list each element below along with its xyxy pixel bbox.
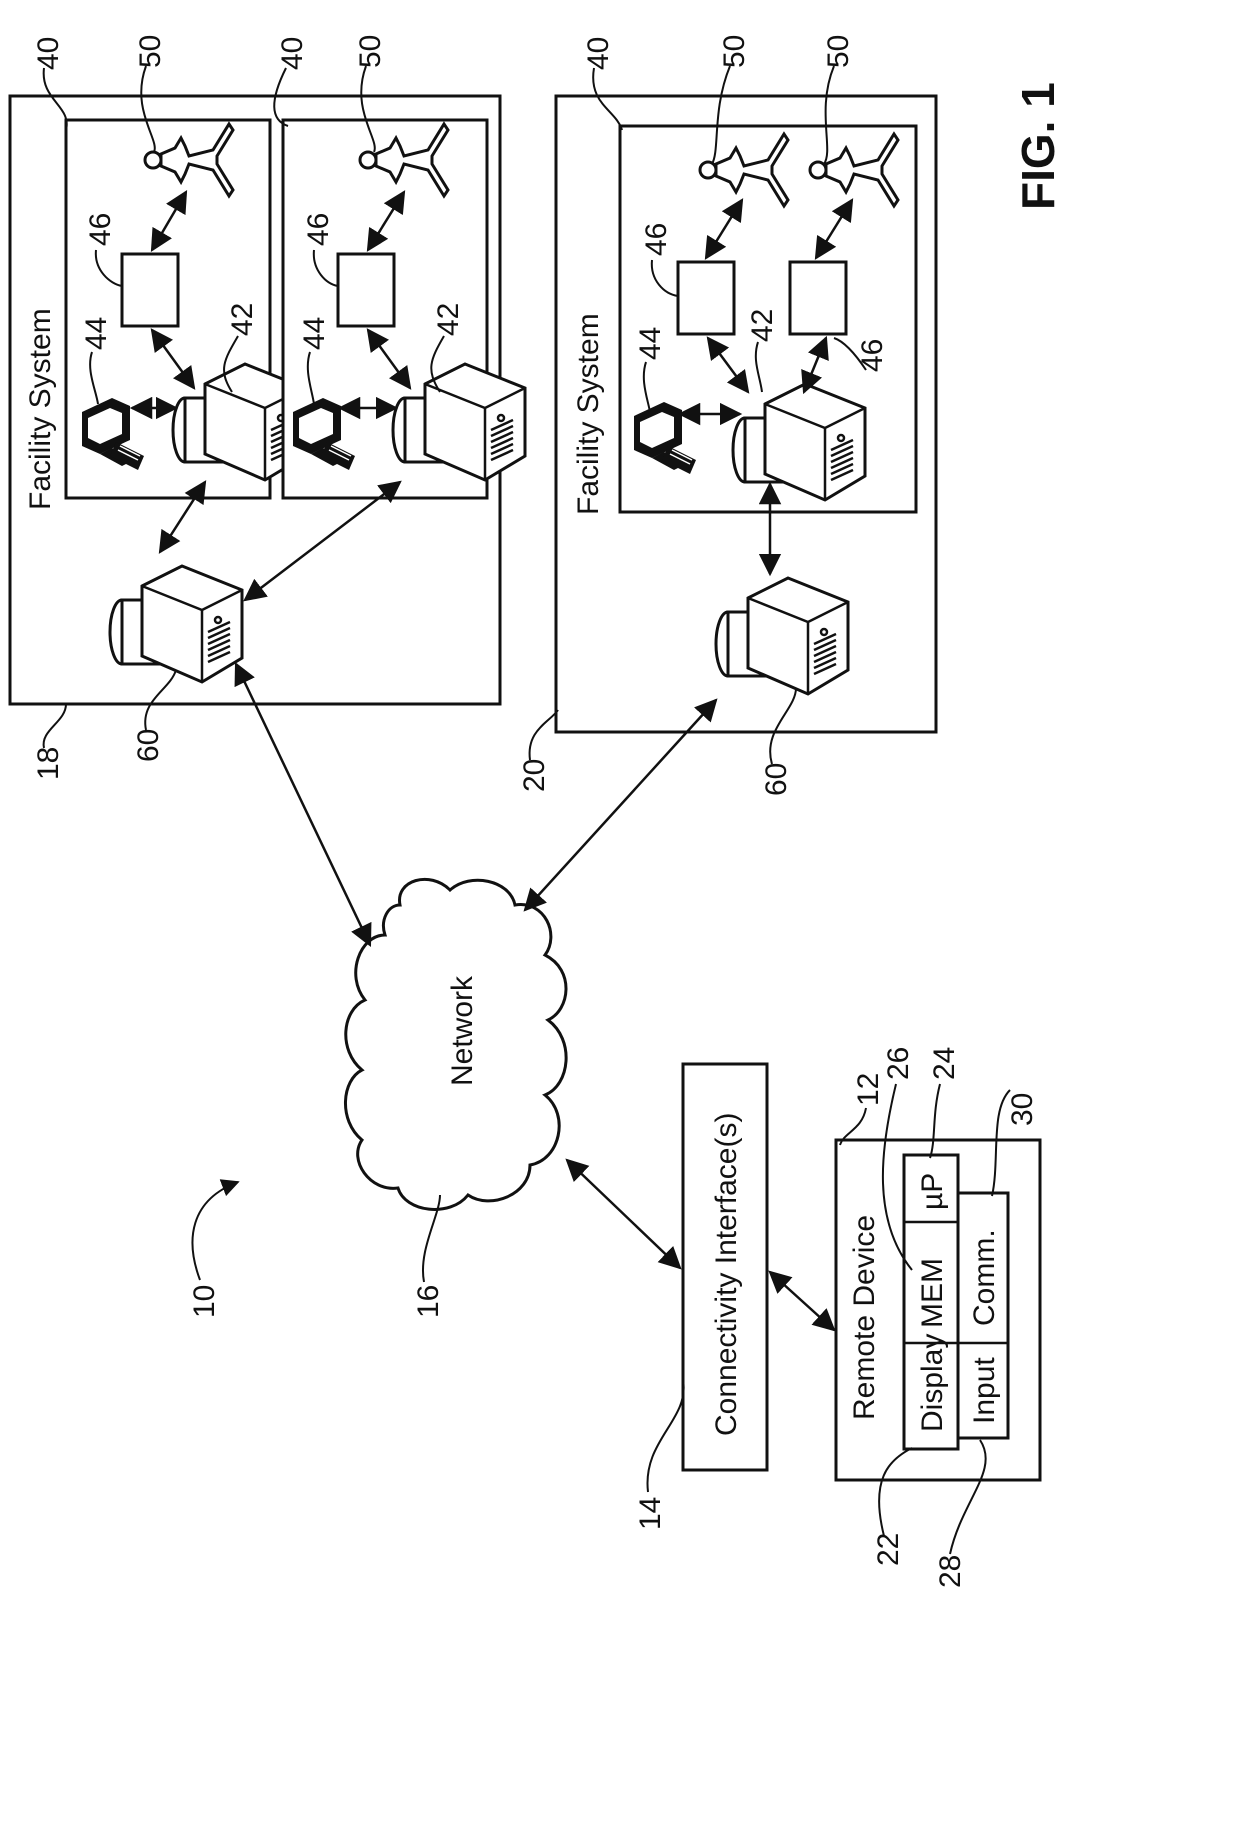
cell-mem: MEM	[916, 1258, 949, 1328]
ref-20: 20	[518, 759, 551, 792]
facility-18-label: Facility System	[24, 308, 57, 510]
ref-40-a: 40	[32, 37, 65, 70]
device-46-b	[338, 254, 394, 326]
ref-28: 28	[934, 1555, 967, 1588]
device-46-a	[122, 254, 178, 326]
facility-system-18: Facility System	[10, 96, 525, 704]
device-46-d	[790, 262, 846, 334]
link-18-network	[236, 664, 370, 945]
figure-label: FIG. 1	[1012, 82, 1064, 210]
ref-12: 12	[852, 1073, 885, 1106]
ref-40-b: 40	[276, 37, 309, 70]
ref-42-a: 42	[226, 303, 259, 336]
ref-44-c: 44	[634, 327, 667, 360]
ref-42-c: 42	[746, 309, 779, 342]
ref-46-b: 46	[302, 213, 335, 246]
ref-50-c: 50	[718, 35, 751, 68]
cell-input: Input	[968, 1357, 1001, 1424]
ref-50-a: 50	[134, 35, 167, 68]
ref-10: 10	[188, 1285, 221, 1318]
ref-60-a: 60	[132, 729, 165, 762]
ref-24: 24	[928, 1047, 961, 1080]
ref-44-b: 44	[298, 317, 331, 350]
ref-46-c: 46	[640, 223, 673, 256]
ref-14: 14	[634, 1497, 667, 1530]
device-46-c	[678, 262, 734, 334]
connectivity-interface: Connectivity Interface(s)	[683, 1064, 767, 1470]
ref-16: 16	[412, 1285, 445, 1318]
ref-40-c: 40	[582, 37, 615, 70]
cell-up: µP	[916, 1173, 949, 1210]
ref-42-b: 42	[432, 303, 465, 336]
ref-26: 26	[882, 1047, 915, 1080]
ref-46-d: 46	[856, 339, 889, 372]
link-network-connectivity	[567, 1160, 680, 1268]
ref-18: 18	[32, 747, 65, 780]
ref-60-b: 60	[760, 763, 793, 796]
ref-50-b: 50	[354, 35, 387, 68]
network-cloud: Network	[345, 879, 566, 1209]
ref-30: 30	[1006, 1093, 1039, 1126]
cell-comm: Comm.	[968, 1229, 1001, 1326]
remote-device-label: Remote Device	[848, 1215, 881, 1420]
link-connectivity-remote	[770, 1272, 834, 1330]
ref-46-a: 46	[84, 213, 117, 246]
facility-20-label: Facility System	[572, 313, 605, 515]
connectivity-label: Connectivity Interface(s)	[710, 1113, 743, 1436]
ref-50-d: 50	[822, 35, 855, 68]
ref-22: 22	[872, 1533, 905, 1566]
remote-device: Remote Device Display MEM µP Input Comm.	[836, 1140, 1040, 1480]
network-label: Network	[446, 975, 479, 1086]
facility-system-20: Facility System	[556, 96, 936, 732]
cell-display: Display	[916, 1334, 949, 1432]
ref-44-a: 44	[80, 317, 113, 350]
